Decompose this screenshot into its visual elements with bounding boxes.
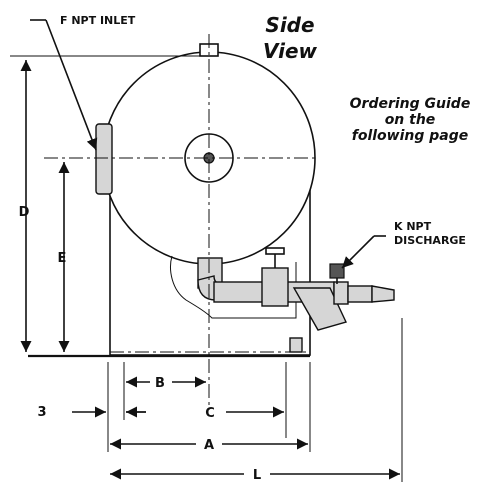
- inlet-callout: F NPT INLET: [30, 14, 136, 151]
- dimension-3-label: 3: [37, 405, 46, 420]
- dimension-b-label: B: [155, 376, 165, 391]
- dimension-c-label: C: [205, 406, 215, 421]
- dimension-e-label: E: [58, 251, 67, 266]
- dimension-c: C: [126, 406, 284, 421]
- view-title-line1: Side: [265, 13, 314, 37]
- ordering-note-line3: following page: [352, 128, 469, 144]
- dimension-b: B: [125, 376, 206, 391]
- dimension-l: L: [110, 468, 400, 483]
- extension-lines: [107, 318, 403, 482]
- inlet-callout-label: F NPT INLET: [60, 14, 136, 27]
- dimension-a: A: [110, 438, 308, 453]
- dimension-d-label: D: [19, 205, 30, 220]
- dimension-d: D: [10, 55, 205, 352]
- ordering-note-line1: Ordering Guide: [350, 96, 471, 112]
- ordering-note: Ordering Guide on the following page: [350, 96, 471, 144]
- dimension-l-label: L: [253, 468, 261, 483]
- discharge-callout-line2: DISCHARGE: [394, 234, 466, 247]
- dimension-e: E: [58, 162, 70, 352]
- discharge-callout: K NPT DISCHARGE: [341, 220, 466, 269]
- valve-assembly: [170, 247, 395, 353]
- dimension-a-label: A: [204, 438, 214, 453]
- discharge-callout-line1: K NPT: [394, 220, 432, 233]
- centerlines: [44, 34, 318, 410]
- ordering-note-line2: on the: [385, 112, 436, 128]
- view-title: Side View: [263, 13, 318, 63]
- view-title-line2: View: [263, 39, 318, 63]
